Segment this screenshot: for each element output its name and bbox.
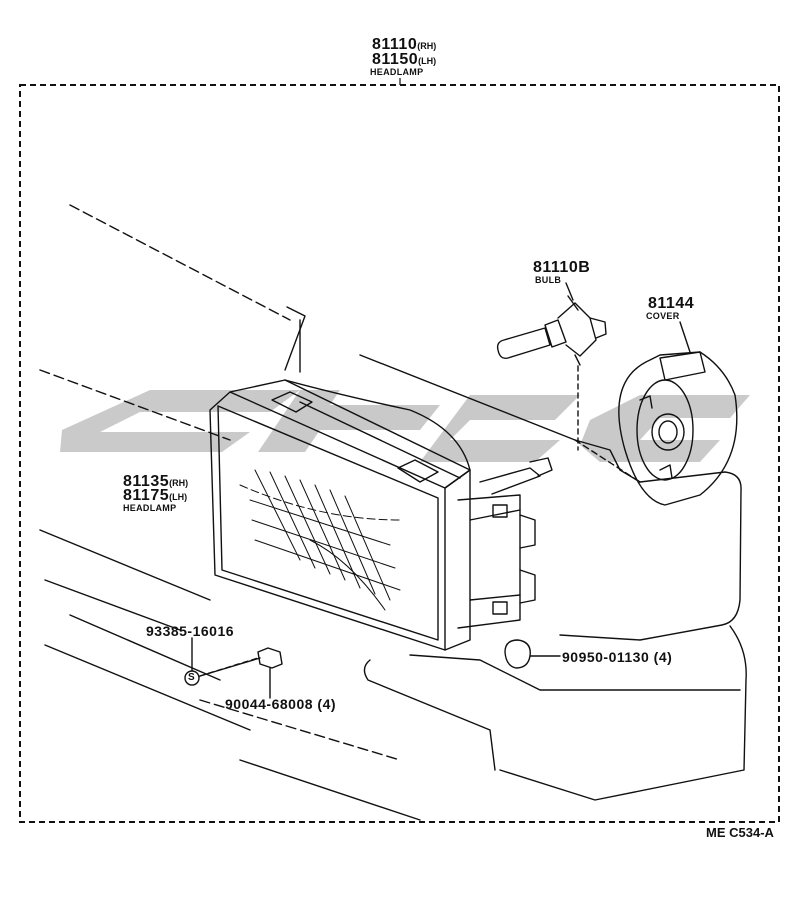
headlamp-assembly-suffix-rh: (RH) bbox=[417, 41, 437, 51]
headlamp-assembly-label-lh: 81150(LH) bbox=[372, 52, 436, 68]
headlamp-unit-name: HEADLAMP bbox=[123, 503, 177, 513]
headlamp-assembly-name: HEADLAMP bbox=[370, 67, 424, 77]
cover-drawing bbox=[618, 321, 738, 506]
grommet-quantity: (4) bbox=[653, 649, 673, 665]
headlamp-unit-suffix-lh: (LH) bbox=[169, 492, 188, 502]
screw-symbol: S bbox=[188, 672, 195, 683]
nut-label: 90044-68008 (4) bbox=[225, 697, 336, 711]
figure-code: ME C534-A bbox=[706, 825, 774, 840]
nut-quantity: (4) bbox=[317, 696, 337, 712]
headlamp-assembly-part-lh: 81150 bbox=[372, 51, 419, 68]
bulb-drawing bbox=[496, 282, 607, 451]
watermark-logo bbox=[60, 390, 750, 462]
nut-part-number: 90044-68008 bbox=[225, 696, 314, 712]
headlamp-unit-part-rh: 81135 bbox=[123, 473, 170, 490]
headlamp-unit-part-lh: 81175 bbox=[123, 487, 170, 504]
headlamp-assembly-part-rh: 81110 bbox=[372, 36, 418, 53]
screw-part-number: 93385-16016 bbox=[146, 623, 235, 639]
bulb-name: BULB bbox=[535, 275, 562, 285]
headlamp-unit-label-rh: 81135(RH) bbox=[123, 474, 188, 490]
cover-name: COVER bbox=[646, 311, 680, 321]
cover-part-number: 81144 bbox=[648, 295, 695, 312]
headlamp-unit-drawing bbox=[209, 379, 553, 651]
headlamp-unit-suffix-rh: (RH) bbox=[169, 478, 189, 488]
bulb-part-number: 81110B bbox=[533, 259, 591, 276]
grommet-part-number: 90950-01130 bbox=[562, 649, 650, 665]
body-panel-lines bbox=[39, 204, 421, 821]
small-parts-drawing bbox=[184, 637, 561, 699]
headlamp-unit-label-lh: 81175(LH) bbox=[123, 488, 187, 504]
fender-panel bbox=[284, 306, 747, 801]
outer-border bbox=[19, 84, 780, 823]
headlamp-assembly-label-rh: 81110(RH) bbox=[372, 37, 436, 53]
headlamp-assembly-suffix-lh: (LH) bbox=[418, 56, 437, 66]
grommet-label: 90950-01130 (4) bbox=[562, 650, 672, 664]
